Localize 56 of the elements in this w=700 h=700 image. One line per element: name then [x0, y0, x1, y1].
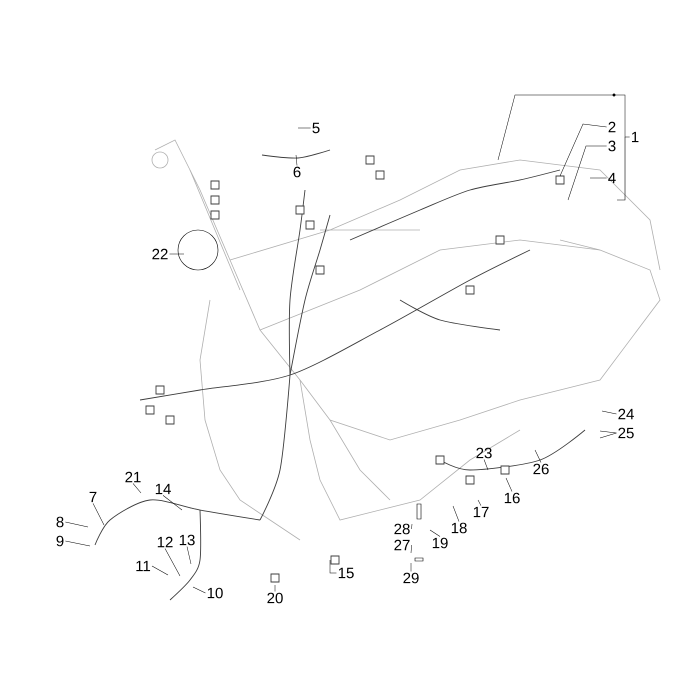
leader-line	[600, 430, 617, 434]
callout-number: 19	[432, 538, 448, 548]
callout-number: 3	[608, 140, 616, 152]
leader-line	[410, 544, 412, 554]
callout-number: 20	[267, 592, 283, 604]
leader-line	[274, 584, 276, 592]
callout-number: 22	[152, 248, 168, 260]
callout-number: 12	[158, 536, 173, 548]
callout-number: 18	[452, 522, 467, 534]
callout-number: 4	[608, 172, 616, 184]
leader-line	[192, 586, 206, 594]
leader-line	[534, 450, 542, 463]
callout-number: 26	[533, 464, 549, 474]
callout-number: 16	[504, 492, 520, 504]
callout-number: 9	[56, 536, 64, 546]
leader-line	[602, 410, 617, 414]
leader-line	[330, 560, 337, 574]
leader-line	[410, 562, 412, 572]
callout-number: 15	[338, 568, 354, 578]
callout-number: 21	[125, 472, 141, 482]
callout-number: 6	[294, 166, 301, 178]
leader-line	[296, 154, 298, 166]
callout-number: 10	[208, 588, 223, 598]
callout-number: 11	[136, 560, 150, 572]
leader-line	[411, 524, 412, 530]
leader-line	[92, 503, 104, 526]
callout-number: 8	[56, 516, 64, 528]
leader-line	[152, 566, 168, 576]
callout-number: 27	[394, 540, 410, 550]
leader-line	[164, 548, 180, 576]
callout-number: 29	[403, 572, 419, 584]
leader-line	[560, 124, 607, 176]
leader-line	[452, 506, 460, 522]
callout-number: 28	[394, 524, 410, 534]
leader-line	[484, 459, 488, 470]
callout-number: 13	[180, 534, 195, 546]
callout-number: 7	[90, 492, 96, 502]
leader-line	[65, 522, 88, 528]
leader-line	[186, 546, 192, 564]
leader-line	[162, 495, 182, 510]
callout-number: 24	[618, 408, 634, 420]
callout-number: 14	[156, 484, 171, 494]
callout-number: 25	[618, 428, 634, 438]
leader-line	[506, 478, 512, 492]
leader-line	[478, 500, 482, 506]
callout-number: 5	[312, 122, 320, 134]
callout-number: 23	[476, 448, 492, 458]
leader-line	[498, 94, 630, 160]
callout-number: 17	[474, 506, 489, 518]
callout-number: 1	[632, 132, 638, 142]
callout-number: 2	[608, 122, 616, 132]
leader-line	[65, 540, 90, 546]
leader-line	[600, 432, 617, 438]
leader-line	[568, 146, 607, 200]
leader-line	[430, 530, 440, 537]
leader-line	[132, 483, 142, 494]
